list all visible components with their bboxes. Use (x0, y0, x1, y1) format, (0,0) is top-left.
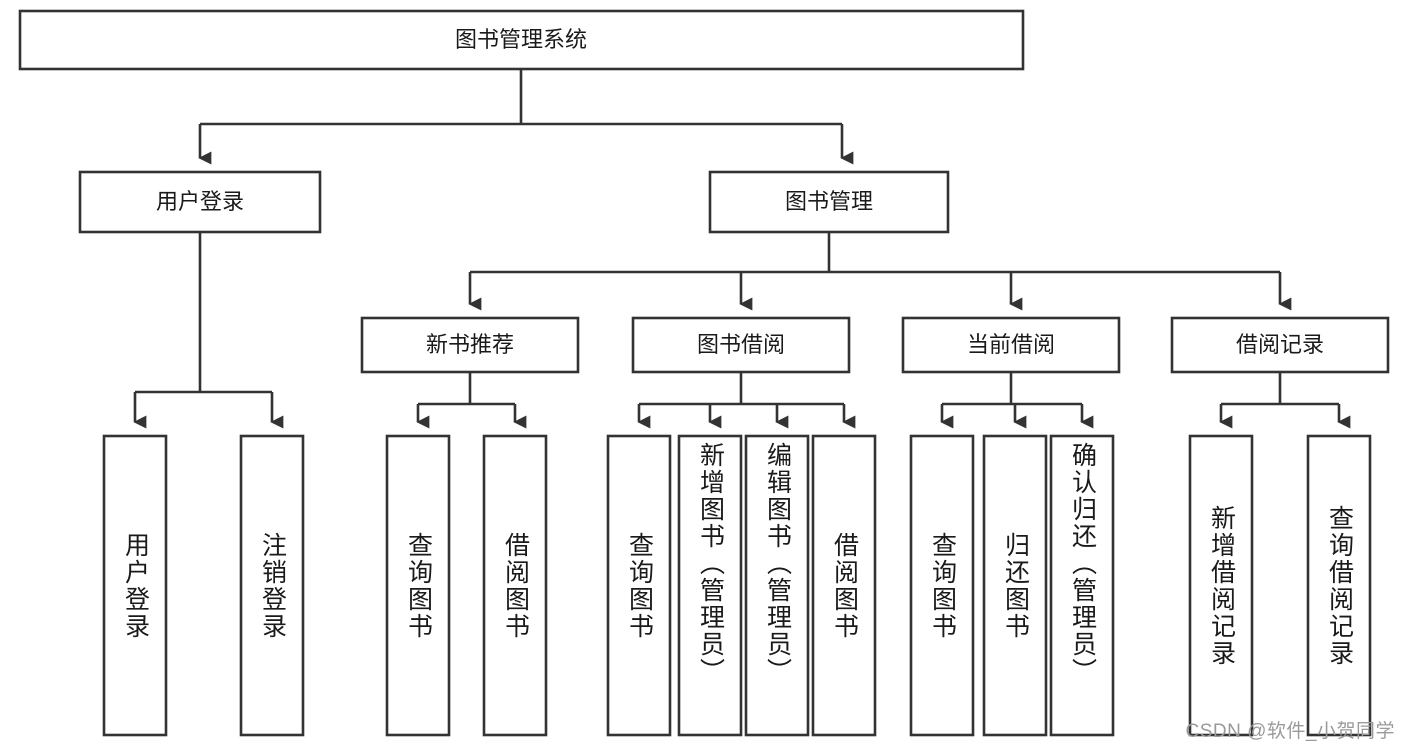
leaf-box[interactable] (385, 434, 451, 737)
node-borrow-record-label: 借阅记录 (1236, 332, 1324, 357)
node-current-borrow[interactable]: 当前借阅 (901, 316, 1121, 374)
leaf-box[interactable] (677, 434, 743, 737)
leaf-label-wrap: 查询图书 (911, 442, 973, 729)
connector-group-book-management (468, 232, 1292, 311)
leaf-label: 用户登录 (121, 531, 150, 640)
leaf-label-wrap: 借阅图书 (484, 442, 546, 729)
leaf-label: 编辑图书（管理员） (763, 442, 792, 685)
node-book-management-label: 图书管理 (785, 189, 873, 214)
connector-group-borrow-record (1219, 372, 1351, 429)
leaf-label-wrap: 新增借阅记录 (1190, 442, 1252, 729)
leaf-box[interactable] (482, 434, 548, 737)
connector-group-current-borrow (940, 372, 1094, 429)
leaf-box[interactable] (102, 434, 168, 737)
connector-group-user-login (133, 232, 284, 429)
leaf-box[interactable] (606, 434, 672, 737)
leaf-box[interactable] (744, 434, 810, 737)
leaf-label: 确认归还（管理员） (1068, 442, 1097, 685)
node-root[interactable]: 图书管理系统 (18, 9, 1025, 71)
connector-group-book-borrow (637, 372, 856, 429)
leaf-label-wrap: 查询图书 (608, 442, 670, 729)
leaf-box[interactable] (1188, 434, 1254, 737)
leaf-label-wrap: 查询图书 (387, 442, 449, 729)
leaf-label-wrap: 编辑图书（管理员） (746, 442, 808, 729)
leaf-label: 新增借阅记录 (1207, 504, 1236, 667)
watermark: CSDN @软件_小贺同学 (1185, 721, 1395, 742)
node-new-book-recommend-label: 新书推荐 (426, 332, 514, 357)
leaf-label: 归还图书 (1001, 531, 1030, 640)
leaf-boxes (102, 434, 1372, 737)
leaf-label: 借阅图书 (830, 531, 859, 640)
leaf-label: 查询图书 (928, 531, 957, 640)
leaf-label: 注销登录 (258, 531, 287, 640)
leaf-box[interactable] (909, 434, 975, 737)
leaf-label-wrap: 查询借阅记录 (1308, 442, 1370, 729)
node-current-borrow-label: 当前借阅 (967, 332, 1055, 357)
leaf-label: 查询借阅记录 (1325, 504, 1354, 667)
connector-group-new-book-recommend (416, 372, 527, 429)
leaf-label: 借阅图书 (501, 531, 530, 640)
leaf-label-wrap: 借阅图书 (813, 442, 875, 729)
leaf-label-wrap: 用户登录 (104, 442, 166, 729)
node-borrow-record[interactable]: 借阅记录 (1170, 316, 1390, 374)
connector-group-root (198, 69, 854, 165)
leaf-label-wrap: 注销登录 (241, 442, 303, 729)
node-root-label: 图书管理系统 (455, 27, 587, 52)
leaf-box[interactable] (1306, 434, 1372, 737)
node-new-book-recommend[interactable]: 新书推荐 (360, 316, 580, 374)
leaf-box[interactable] (982, 434, 1048, 737)
node-book-borrow-label: 图书借阅 (697, 332, 785, 357)
leaf-label: 查询图书 (404, 531, 433, 640)
node-book-borrow[interactable]: 图书借阅 (631, 316, 851, 374)
leaf-label-wrap: 确认归还（管理员） (1051, 442, 1113, 729)
leaf-label: 新增图书（管理员） (696, 442, 725, 685)
node-user-login-label: 用户登录 (156, 189, 244, 214)
leaf-box[interactable] (1049, 434, 1115, 737)
leaf-box[interactable] (811, 434, 877, 737)
leaf-label-wrap: 归还图书 (984, 442, 1046, 729)
leaf-box[interactable] (239, 434, 305, 737)
leaf-label: 查询图书 (625, 531, 654, 640)
leaf-label-wrap: 新增图书（管理员） (679, 442, 741, 729)
node-book-management[interactable]: 图书管理 (708, 170, 950, 234)
node-user-login[interactable]: 用户登录 (78, 170, 322, 234)
